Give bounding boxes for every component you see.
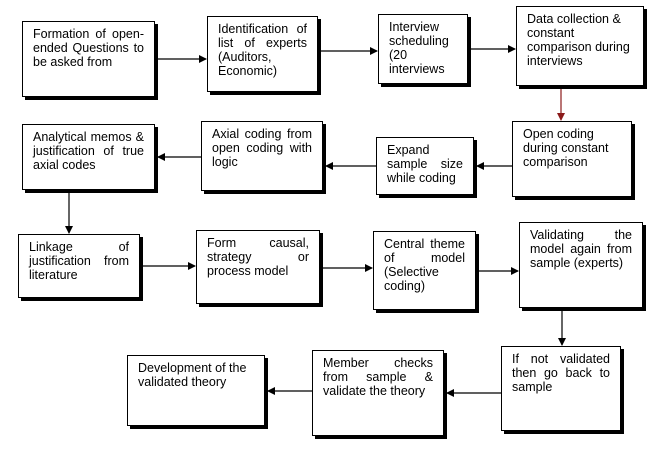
node-label: Axial coding from open coding with logic xyxy=(212,127,312,169)
node-not-validated: If not validated then go back to sample xyxy=(501,346,621,431)
node-label: Form causal, strategy or process model xyxy=(207,236,309,278)
node-label: Formation of open-ended Questions to be … xyxy=(33,27,144,69)
node-axial-coding: Axial coding from open coding with logic xyxy=(201,121,323,191)
node-label: Data collection & constant comparison du… xyxy=(527,12,630,68)
node-analytical-memos: Analytical memos & justification of true… xyxy=(22,124,155,190)
node-central-theme: Central theme of model (Selective coding… xyxy=(373,231,476,310)
node-label: Validating the model again from sample (… xyxy=(530,228,632,270)
node-development-theory: Development of the validated theory xyxy=(127,355,265,426)
node-expand-sample: Expand sample size while coding xyxy=(376,137,474,195)
node-label: Linkage of justification from literature xyxy=(29,240,129,282)
node-label: If not validated then go back to sample xyxy=(512,352,610,394)
node-label: Expand sample size while coding xyxy=(387,143,463,185)
node-form-model: Form causal, strategy or process model xyxy=(196,230,320,304)
node-identification-experts: Identification of list of experts (Audit… xyxy=(207,16,318,92)
node-formation-questions: Formation of open-ended Questions to be … xyxy=(22,21,155,97)
node-validating-model: Validating the model again from sample (… xyxy=(519,222,643,308)
node-interview-scheduling: Interview scheduling (20 interviews xyxy=(378,14,468,84)
node-label: Interview scheduling (20 interviews xyxy=(389,20,449,76)
node-label: Member checks from sample & validate the… xyxy=(323,356,433,398)
node-data-collection: Data collection & constant comparison du… xyxy=(516,6,644,86)
node-label: Analytical memos & justification of true… xyxy=(33,130,144,172)
node-label: Central theme of model (Selective coding… xyxy=(384,237,465,293)
node-member-checks: Member checks from sample & validate the… xyxy=(312,350,444,436)
node-linkage-literature: Linkage of justification from literature xyxy=(18,234,140,298)
node-label: Identification of list of experts (Audit… xyxy=(218,22,307,78)
node-label: Development of the validated theory xyxy=(138,361,247,389)
node-label: Open coding during constant comparison xyxy=(523,127,609,169)
node-open-coding: Open coding during constant comparison xyxy=(512,121,632,197)
